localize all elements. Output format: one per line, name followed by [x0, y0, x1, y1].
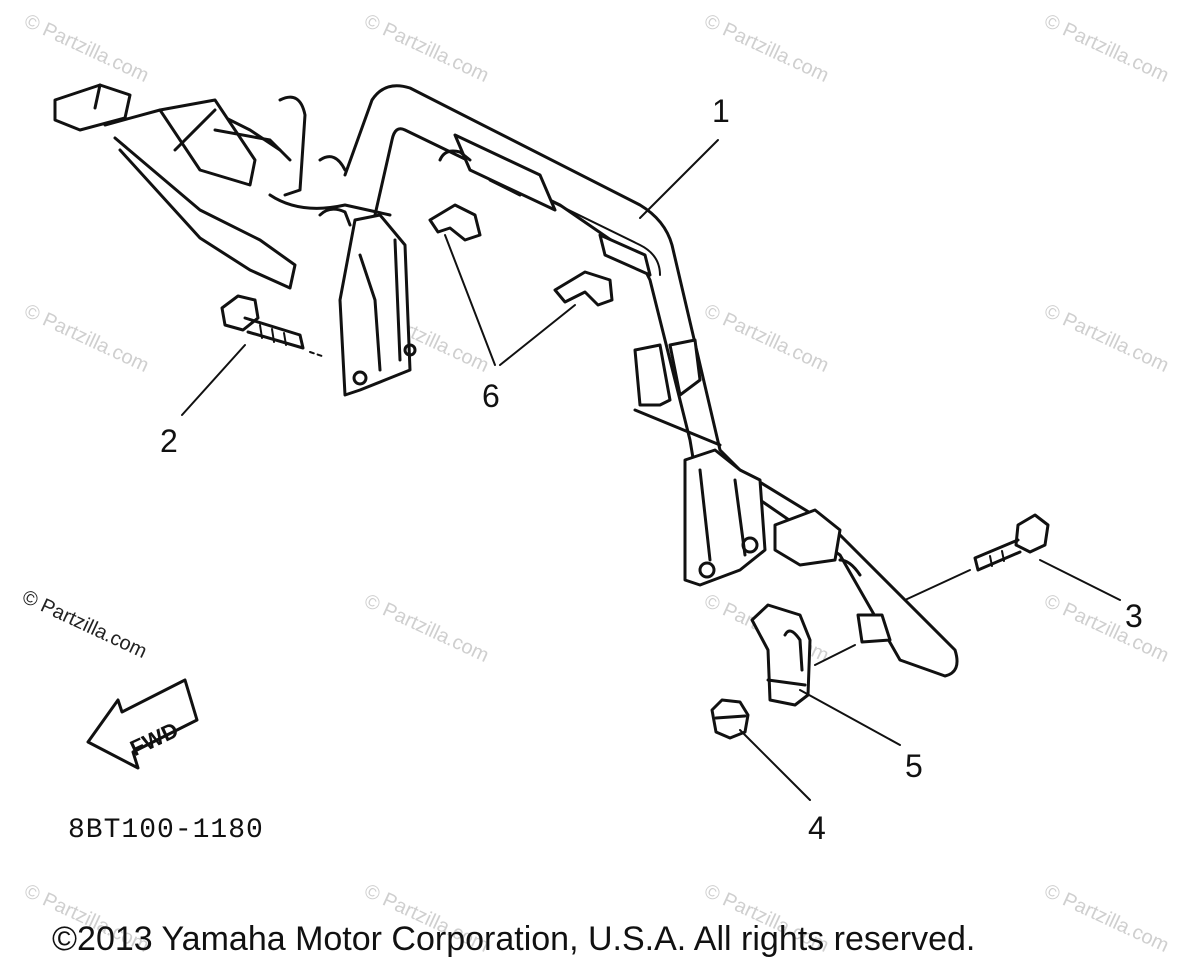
leader-5a — [799, 689, 901, 746]
copyright-notice: ©2013 Yamaha Motor Corporation, U.S.A. A… — [52, 920, 976, 958]
callout-2: 2 — [160, 423, 178, 459]
leader-5b — [814, 644, 856, 666]
leader-6a — [444, 234, 496, 366]
leader-1 — [639, 139, 719, 219]
callout-4: 4 — [808, 810, 826, 846]
bolt-item-2 — [220, 294, 326, 358]
callout-1: 1 — [712, 93, 730, 129]
leader-4 — [739, 729, 811, 801]
callout-5: 5 — [905, 748, 923, 784]
left-front-bar — [53, 83, 392, 290]
clamp-item-5 — [750, 603, 892, 707]
leader-2 — [181, 344, 246, 416]
fwd-arrow-icon: FWD — [86, 678, 199, 770]
nut-item-4 — [710, 698, 750, 740]
left-plate — [338, 213, 417, 397]
leader-lines — [181, 139, 1121, 801]
main-bracket — [343, 84, 959, 678]
callout-3: 3 — [1125, 598, 1143, 634]
right-plates — [633, 338, 862, 587]
clip-item-6 — [428, 203, 614, 307]
leader-6b — [499, 304, 576, 366]
callout-6: 6 — [482, 378, 500, 414]
bolt-item-3 — [973, 513, 1050, 572]
part-code: 8BT100-1180 — [68, 815, 264, 846]
leader-3b — [904, 569, 971, 601]
leader-3 — [1039, 559, 1121, 601]
